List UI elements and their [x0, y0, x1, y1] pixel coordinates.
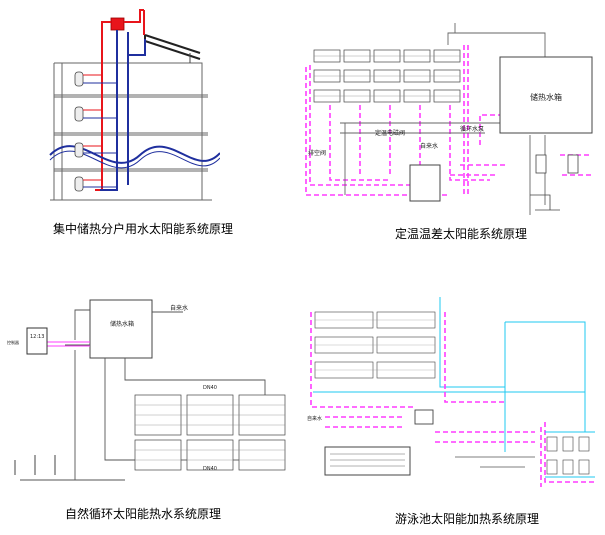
pipe-dn40-lower: DN40 — [203, 466, 217, 472]
caption-natural-circulation: 自然循环太阳能热水系统原理 — [65, 507, 222, 521]
constant-temp-diff-diagram: 储热水箱 定温电磁阀 循环水泵 自来水 排空阀 — [300, 5, 600, 215]
circulation-pump-label: 循环水泵 — [460, 125, 484, 133]
swimming-pool-heating-diagram: 自来水 — [305, 292, 600, 497]
controller-display: 12:13 — [30, 334, 44, 340]
tank-label: 储热水箱 — [110, 320, 134, 328]
controller-tag: 控制器 — [7, 339, 19, 345]
centralized-storage-diagram — [40, 5, 220, 205]
natural-circulation-diagram: 储热水箱 自来水 12:13 控制器 DN40 DN40 — [5, 290, 295, 495]
pipe-dn40-upper: DN40 — [203, 385, 217, 391]
storage-tank-label: 储热水箱 — [530, 92, 562, 102]
caption-constant-temp-diff: 定温温差太阳能系统原理 — [395, 227, 528, 241]
tap-water-label-bl: 自来水 — [170, 304, 188, 312]
caption-swimming-pool: 游泳池太阳能加热系统原理 — [395, 512, 540, 526]
caption-centralized-storage: 集中储热分户用水太阳能系统原理 — [53, 222, 234, 236]
tap-water-label: 自来水 — [420, 142, 438, 150]
solenoid-valve-label: 定温电磁阀 — [375, 129, 405, 137]
pool-tap-water-label: 自来水 — [307, 415, 322, 422]
drain-valve-label: 排空阀 — [308, 149, 326, 157]
